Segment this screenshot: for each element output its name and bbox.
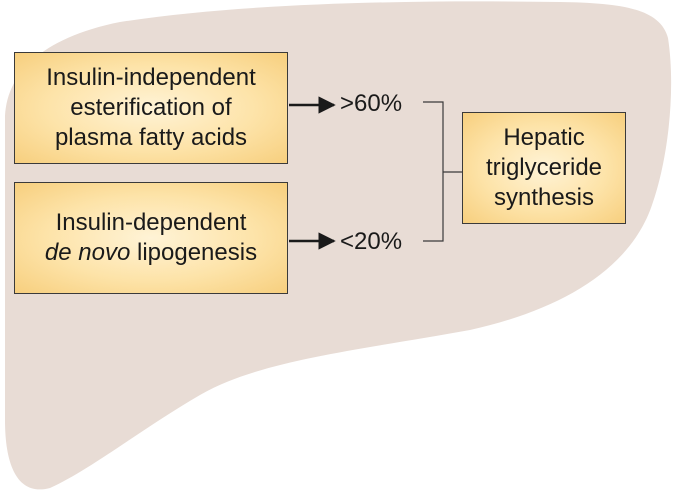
lipogenesis-italic: de novo <box>44 239 131 266</box>
bracket-connector <box>423 101 444 242</box>
lipogenesis-box: Insulin-dependent de novo lipogenesis <box>14 182 288 294</box>
esterification-line1: Insulin-independent <box>46 64 256 91</box>
esterification-line3: plasma fatty acids <box>54 124 248 151</box>
hepatic-box: Hepatic triglyceride synthesis <box>462 112 626 224</box>
esterification-line2: esterification of <box>70 94 232 121</box>
hepatic-line3: synthesis <box>493 184 595 211</box>
lipogenesis-line1: Insulin-dependent <box>55 209 247 236</box>
hepatic-line2: triglyceride <box>485 154 603 181</box>
lipogenesis-line2-rest: lipogenesis <box>130 239 258 266</box>
lipogenesis-line2: de novo lipogenesis <box>45 238 257 268</box>
esterification-box: Insulin-independent esterification of pl… <box>14 52 288 164</box>
percentage-high: >60% <box>340 90 403 117</box>
hepatic-line1: Hepatic <box>503 124 585 151</box>
percentage-low: <20% <box>340 228 403 255</box>
